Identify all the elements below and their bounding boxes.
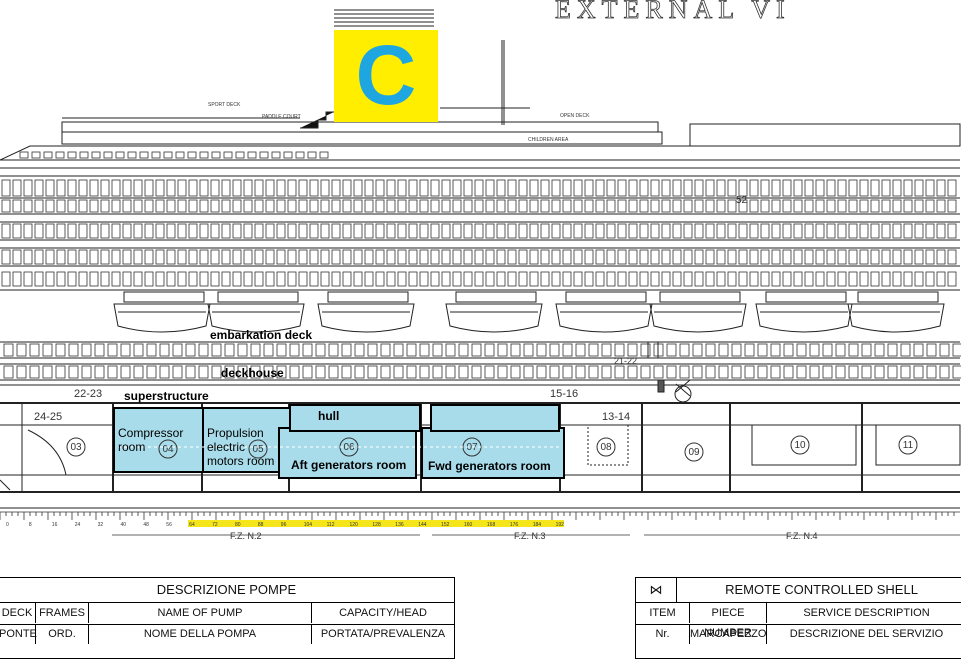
fire-zone-4: F.Z. N.4 [786, 531, 818, 541]
propulsion-room-area [202, 407, 291, 473]
shell-col-piece: PIECE NUMBER [690, 603, 767, 639]
frame-scale-label: 96 [281, 522, 287, 528]
deck-label-sport: SPORT DECK [208, 102, 241, 108]
frame-scale-label: 24 [75, 522, 81, 528]
frame-scale-label: 16 [52, 522, 58, 528]
pump-col-deck-it: PONTE [0, 624, 37, 644]
pump-table-title: DESCRIZIONE POMPE [0, 578, 454, 603]
pump-col-frames-it: ORD. [36, 624, 89, 644]
label-fwd-generators-room: Fwd generators room [428, 459, 551, 473]
fire-zone-3: F.Z. N.3 [514, 531, 546, 541]
frame-scale-label: 112 [327, 522, 335, 528]
deck-label-paddle: PADDLE COURT [262, 114, 301, 120]
compartment-circle [898, 435, 918, 455]
shell-col-piece-it: MARCAPEZZO [690, 624, 767, 644]
drawing-title: EXTERNAL VI [555, 0, 791, 24]
fwd-upper-area [430, 404, 560, 432]
compartment-circle [684, 442, 704, 462]
funnel-top [334, 9, 434, 27]
label-embarkation-deck: embarkation deck [210, 328, 313, 342]
shell-col-item-it: Nr. [636, 624, 690, 644]
compartment-number: 06 [343, 442, 355, 453]
aft-generators-room-area [278, 427, 417, 479]
pump-col-capacity: CAPACITY/HEAD [339, 607, 427, 619]
pump-col-frames: FRAMES [36, 603, 89, 623]
frame-scale-label: 72 [212, 522, 218, 528]
compartment-number: 09 [688, 447, 700, 458]
frame-scale-label: 40 [121, 522, 127, 528]
frame-scale-label: 88 [258, 522, 264, 528]
frame-scale-label: 104 [304, 522, 313, 528]
deck-label-children: CHILDREN AREA [528, 137, 569, 143]
hull-band-area [289, 404, 421, 432]
compartment-number: 11 [903, 440, 914, 451]
frame-scale-label: 8 [29, 522, 32, 528]
frame-scale-label: 32 [98, 522, 104, 528]
shell-col-service-it: DESCRIZIONE DEL SERVIZIO [789, 628, 944, 640]
compartment-circle [66, 437, 86, 457]
frame-tag: 21-22 [614, 356, 637, 366]
compartment-circle [790, 435, 810, 455]
pump-col-name-it: NOME DELLA POMPA [89, 624, 312, 644]
frame-scale-label: 176 [510, 522, 519, 528]
frame-scale-label: 160 [464, 522, 473, 528]
compartment-number: 05 [252, 444, 264, 455]
compartment-circle [248, 439, 268, 459]
compartment-number: 03 [70, 442, 82, 453]
deck-label-open: OPEN DECK [560, 113, 590, 119]
frame-scale: 0 8 16 24 32 40 48 56 64 72 80 88 96 104 112 120 128 136 1… [0, 511, 960, 528]
pump-col-name: NAME OF PUMP [89, 603, 312, 623]
shell-table-title: REMOTE CONTROLLED SHELL [677, 578, 961, 603]
label-propulsion-room: Propulsion electric motors room [207, 426, 275, 468]
compartment-circle [596, 437, 616, 457]
label-hull: hull [318, 409, 340, 423]
compartment-circle [158, 439, 178, 459]
funnel-logo: C [356, 28, 417, 122]
frame-scale-label: 136 [395, 522, 404, 528]
window-bands [1, 151, 961, 379]
label-superstructure: superstructure [124, 389, 209, 403]
compartment-number: 08 [600, 442, 612, 453]
label-aft-generators-room: Aft generators room [291, 458, 407, 472]
pump-table: DESCRIZIONE POMPE DECK FRAMES NAME OF PU… [0, 577, 455, 659]
fire-zone-2: F.Z. N.2 [230, 531, 262, 541]
funnel [334, 30, 438, 122]
lifeboats [113, 291, 945, 333]
frame-scale-label: 64 [189, 522, 195, 528]
frame-tag: 22-23 [74, 388, 102, 400]
label-compressor-room: Compressor room [118, 426, 184, 454]
compartment-number: 04 [162, 444, 174, 455]
compartment-number: 10 [794, 440, 806, 451]
frame-scale-label: 128 [372, 522, 381, 528]
compressor-room-area [113, 407, 204, 473]
fwd-generators-room-area [421, 427, 565, 479]
pump-col-capacity-it: PORTATA/PREVALENZA [320, 628, 446, 640]
frame-scale-label: 184 [533, 522, 542, 528]
shell-col-service: SERVICE DESCRIPTION [803, 607, 930, 619]
frame-scale-label: 0 [6, 522, 9, 528]
frame-scale-label: 168 [487, 522, 496, 528]
zone-highlight [188, 520, 564, 527]
frame-tag: 52 [736, 195, 748, 206]
frame-scale-label: 56 [166, 522, 172, 528]
frame-tag: 24-25 [34, 411, 62, 423]
frame-scale-label: 48 [143, 522, 149, 528]
valve-icon: ⋈ [636, 578, 677, 603]
shell-col-item: ITEM [636, 603, 690, 623]
frame-scale-label: 80 [235, 522, 241, 528]
frame-scale-label: 192 [556, 522, 565, 528]
frame-tag: 13-14 [602, 411, 630, 423]
frame-scale-label: 120 [350, 522, 359, 528]
shell-table: ⋈ REMOTE CONTROLLED SHELL ITEM PIECE NUM… [635, 577, 961, 659]
frame-scale-label: 152 [441, 522, 450, 528]
label-deckhouse: deckhouse [221, 366, 284, 380]
pump-col-deck: DECK [0, 603, 36, 623]
frame-tag: 15-16 [550, 388, 578, 400]
frame-scale-label: 144 [418, 522, 427, 528]
